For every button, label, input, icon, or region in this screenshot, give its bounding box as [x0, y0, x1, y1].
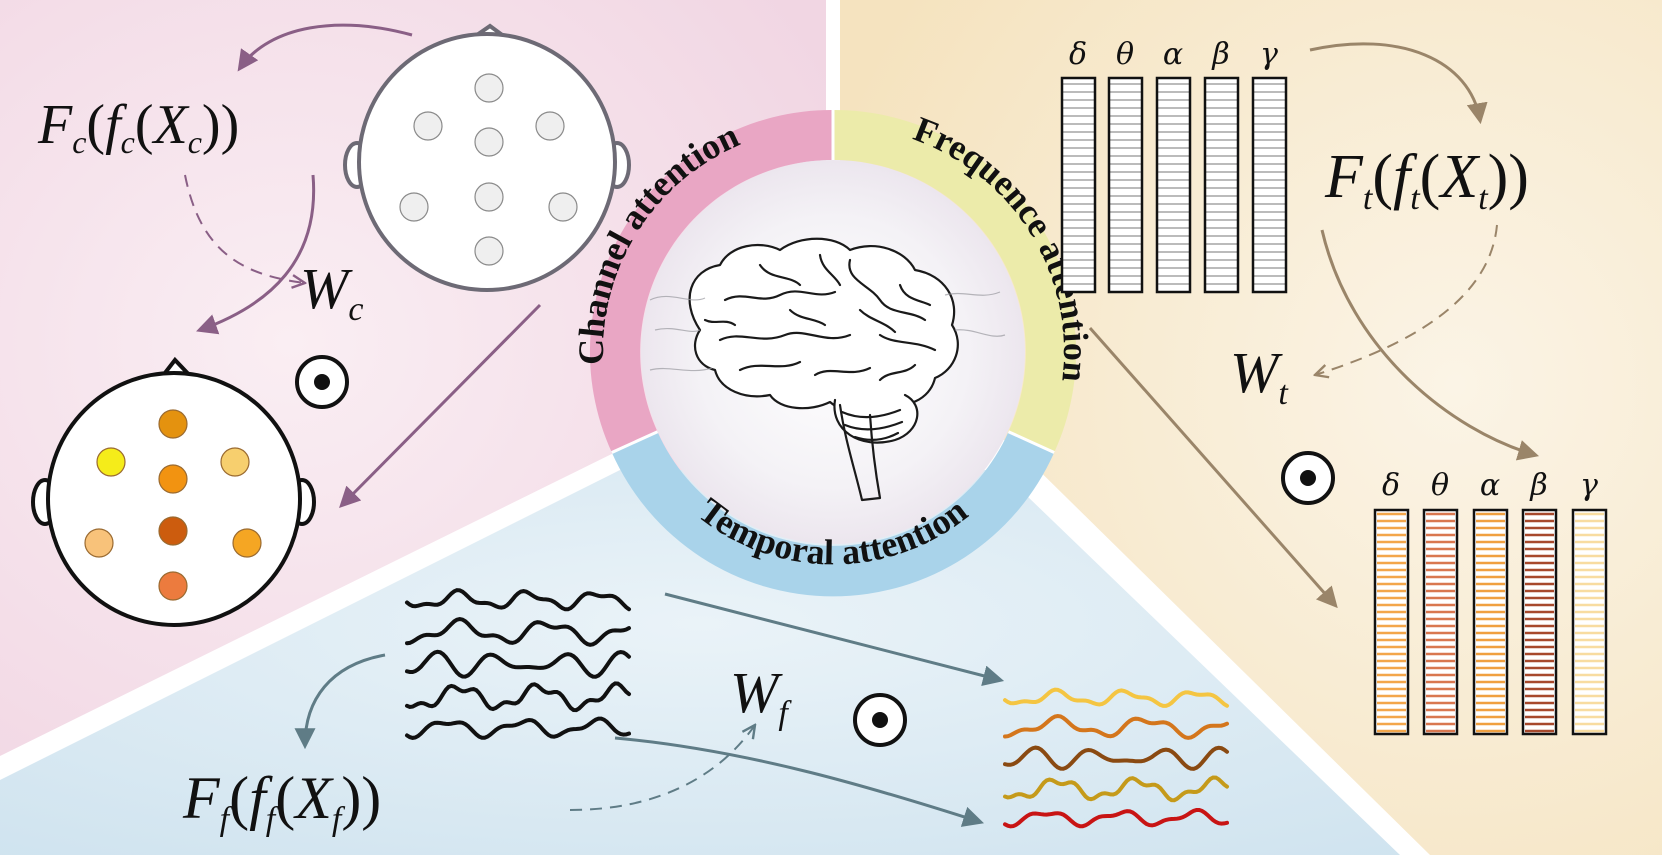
band-label-raw: β [1211, 37, 1229, 72]
wave-raw [405, 716, 631, 740]
band-bar-weighted [1373, 508, 1410, 736]
wave-raw [405, 616, 631, 647]
channel-hadamard-operator [295, 355, 349, 409]
temporal-hadamard-operator [853, 693, 907, 747]
wave-weighted [1003, 687, 1229, 708]
band-bar-weighted [1422, 508, 1459, 736]
frequency-arrow-bars-to-bars [1088, 327, 1338, 609]
channel-formula: Fc(fc(Xc)) [37, 94, 239, 160]
band-label-weighted: α [1480, 468, 1500, 503]
wave-weighted [1003, 808, 1229, 829]
brain-fibers [649, 291, 1006, 372]
band-label-raw: γ [1260, 37, 1278, 72]
electrode-weighted [158, 571, 188, 601]
electrode-weighted [232, 528, 262, 558]
frequency-dashed-to-weight [1315, 224, 1498, 375]
electrode-raw [474, 73, 504, 103]
band-label-raw: α [1163, 37, 1183, 72]
weighted-waves [1003, 687, 1229, 829]
channel-dashed-to-weight [184, 174, 305, 283]
electrode-weighted [158, 464, 188, 494]
temporal-dashed-to-weight [569, 725, 755, 811]
channel-section: Fc(fc(Xc)) Wc [31, 23, 631, 627]
head-raw-outline [357, 32, 617, 292]
wave-raw [405, 588, 631, 612]
band-bar-weighted [1472, 508, 1509, 736]
frequency-formula: Ft(ft(Xt)) [1324, 143, 1529, 217]
electrode-raw [548, 192, 578, 222]
electrode-weighted [158, 516, 188, 546]
frequency-weight: Wt [1230, 340, 1289, 412]
wave-weighted [1003, 775, 1229, 803]
electrode-raw [474, 236, 504, 266]
band-label-raw: δ [1069, 37, 1087, 72]
electrode-raw [399, 192, 429, 222]
electrode-raw [474, 182, 504, 212]
channel-weight: Wc [300, 256, 363, 328]
band-bar-weighted [1571, 508, 1608, 736]
band-bar-weighted [1521, 508, 1558, 736]
wave-weighted [1003, 713, 1229, 740]
head-weighted-outline [46, 371, 302, 627]
frequency-arrow-to-formula [1309, 42, 1488, 125]
temporal-section: Ff(ff(Xf)) Wf [182, 588, 1229, 838]
channel-arrow-formula-to-head [196, 174, 316, 335]
electrode-raw [535, 111, 565, 141]
raw-waves [405, 588, 631, 740]
band-label-weighted: γ [1580, 468, 1598, 503]
band-label-weighted: θ [1431, 468, 1449, 503]
channel-arrow-to-formula [237, 23, 413, 72]
electrode-weighted [84, 528, 114, 558]
head-raw [343, 23, 631, 292]
weighted-band-bars [1373, 508, 1608, 736]
band-bar-raw [1060, 76, 1097, 294]
temporal-formula: Ff(ff(Xf)) [182, 765, 381, 838]
electrode-weighted [220, 447, 250, 477]
raw-band-bars [1060, 76, 1288, 294]
channel-arrow-head-to-head [339, 303, 542, 508]
electrode-weighted [96, 447, 126, 477]
temporal-arrow-to-formula [294, 653, 386, 750]
band-label-raw: θ [1116, 37, 1134, 72]
ring-segment-channel [589, 109, 833, 453]
ring-segment-frequency [833, 109, 1077, 453]
band-bar-raw [1107, 76, 1144, 294]
electrode-raw [413, 111, 443, 141]
band-bar-raw [1251, 76, 1288, 294]
divider-left [0, 440, 640, 780]
ring-segment-temporal [611, 431, 1055, 597]
electrode-raw [474, 127, 504, 157]
wave-raw [405, 649, 631, 679]
frequency-arrow-formula-to-bars [1320, 229, 1540, 461]
band-bar-raw [1155, 76, 1192, 294]
band-label-weighted: β [1529, 468, 1547, 503]
brain-icon [688, 237, 959, 502]
band-label-weighted: δ [1382, 468, 1400, 503]
head-weighted [31, 356, 316, 627]
temporal-arrow-formula-to-waves [614, 736, 985, 827]
band-bar-raw [1203, 76, 1240, 294]
temporal-arrow-waves-to-waves [664, 592, 1005, 686]
wave-raw [405, 681, 631, 713]
wave-weighted [1003, 745, 1229, 771]
divider-right [990, 440, 1430, 855]
electrode-weighted [158, 409, 188, 439]
frequency-hadamard-operator [1281, 451, 1335, 505]
